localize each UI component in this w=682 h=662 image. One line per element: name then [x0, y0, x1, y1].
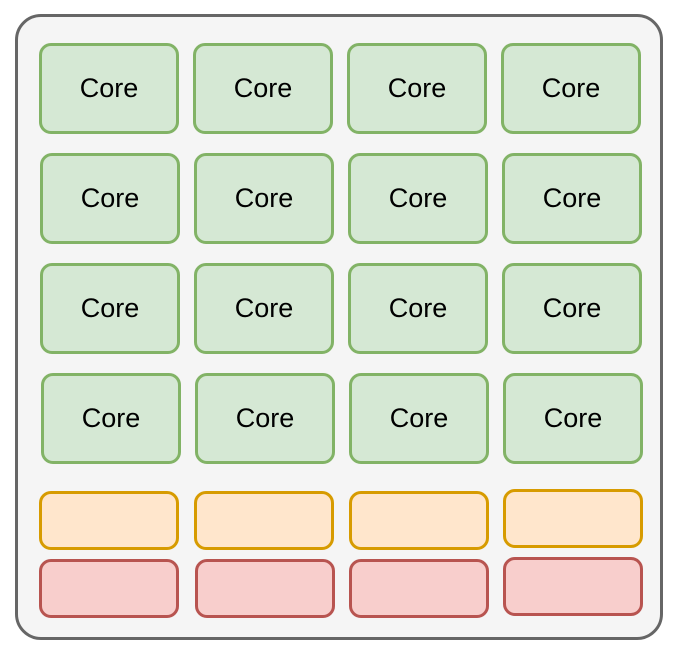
cache-block	[349, 491, 489, 550]
core-label: Core	[542, 293, 602, 323]
core-label: Core	[542, 183, 602, 213]
core-label: Core	[80, 183, 140, 213]
core-label: Core	[81, 403, 141, 433]
core-label: Core	[233, 73, 293, 103]
core-block: Core	[349, 373, 489, 464]
core-label: Core	[389, 403, 449, 433]
core-block: Core	[195, 373, 335, 464]
core-block: Core	[193, 43, 333, 134]
core-label: Core	[388, 293, 448, 323]
core-block: Core	[40, 153, 180, 244]
core-block: Core	[41, 373, 181, 464]
core-label: Core	[235, 403, 295, 433]
core-block: Core	[40, 263, 180, 354]
core-label: Core	[234, 183, 294, 213]
core-block: Core	[348, 263, 488, 354]
cache-block	[39, 491, 179, 550]
cache-block	[194, 491, 334, 550]
core-block: Core	[502, 153, 642, 244]
core-block: Core	[194, 263, 334, 354]
core-label: Core	[79, 73, 139, 103]
core-label: Core	[234, 293, 294, 323]
core-block: Core	[194, 153, 334, 244]
core-label: Core	[387, 73, 447, 103]
core-label: Core	[543, 403, 603, 433]
core-label: Core	[388, 183, 448, 213]
core-label: Core	[80, 293, 140, 323]
memory-block	[195, 559, 335, 618]
core-block: Core	[39, 43, 179, 134]
core-block: Core	[501, 43, 641, 134]
memory-block	[39, 559, 179, 618]
core-block: Core	[348, 153, 488, 244]
core-label: Core	[541, 73, 601, 103]
core-block: Core	[347, 43, 487, 134]
core-block: Core	[502, 263, 642, 354]
cache-block	[503, 489, 643, 548]
memory-block	[503, 557, 643, 616]
core-block: Core	[503, 373, 643, 464]
memory-block	[349, 559, 489, 618]
